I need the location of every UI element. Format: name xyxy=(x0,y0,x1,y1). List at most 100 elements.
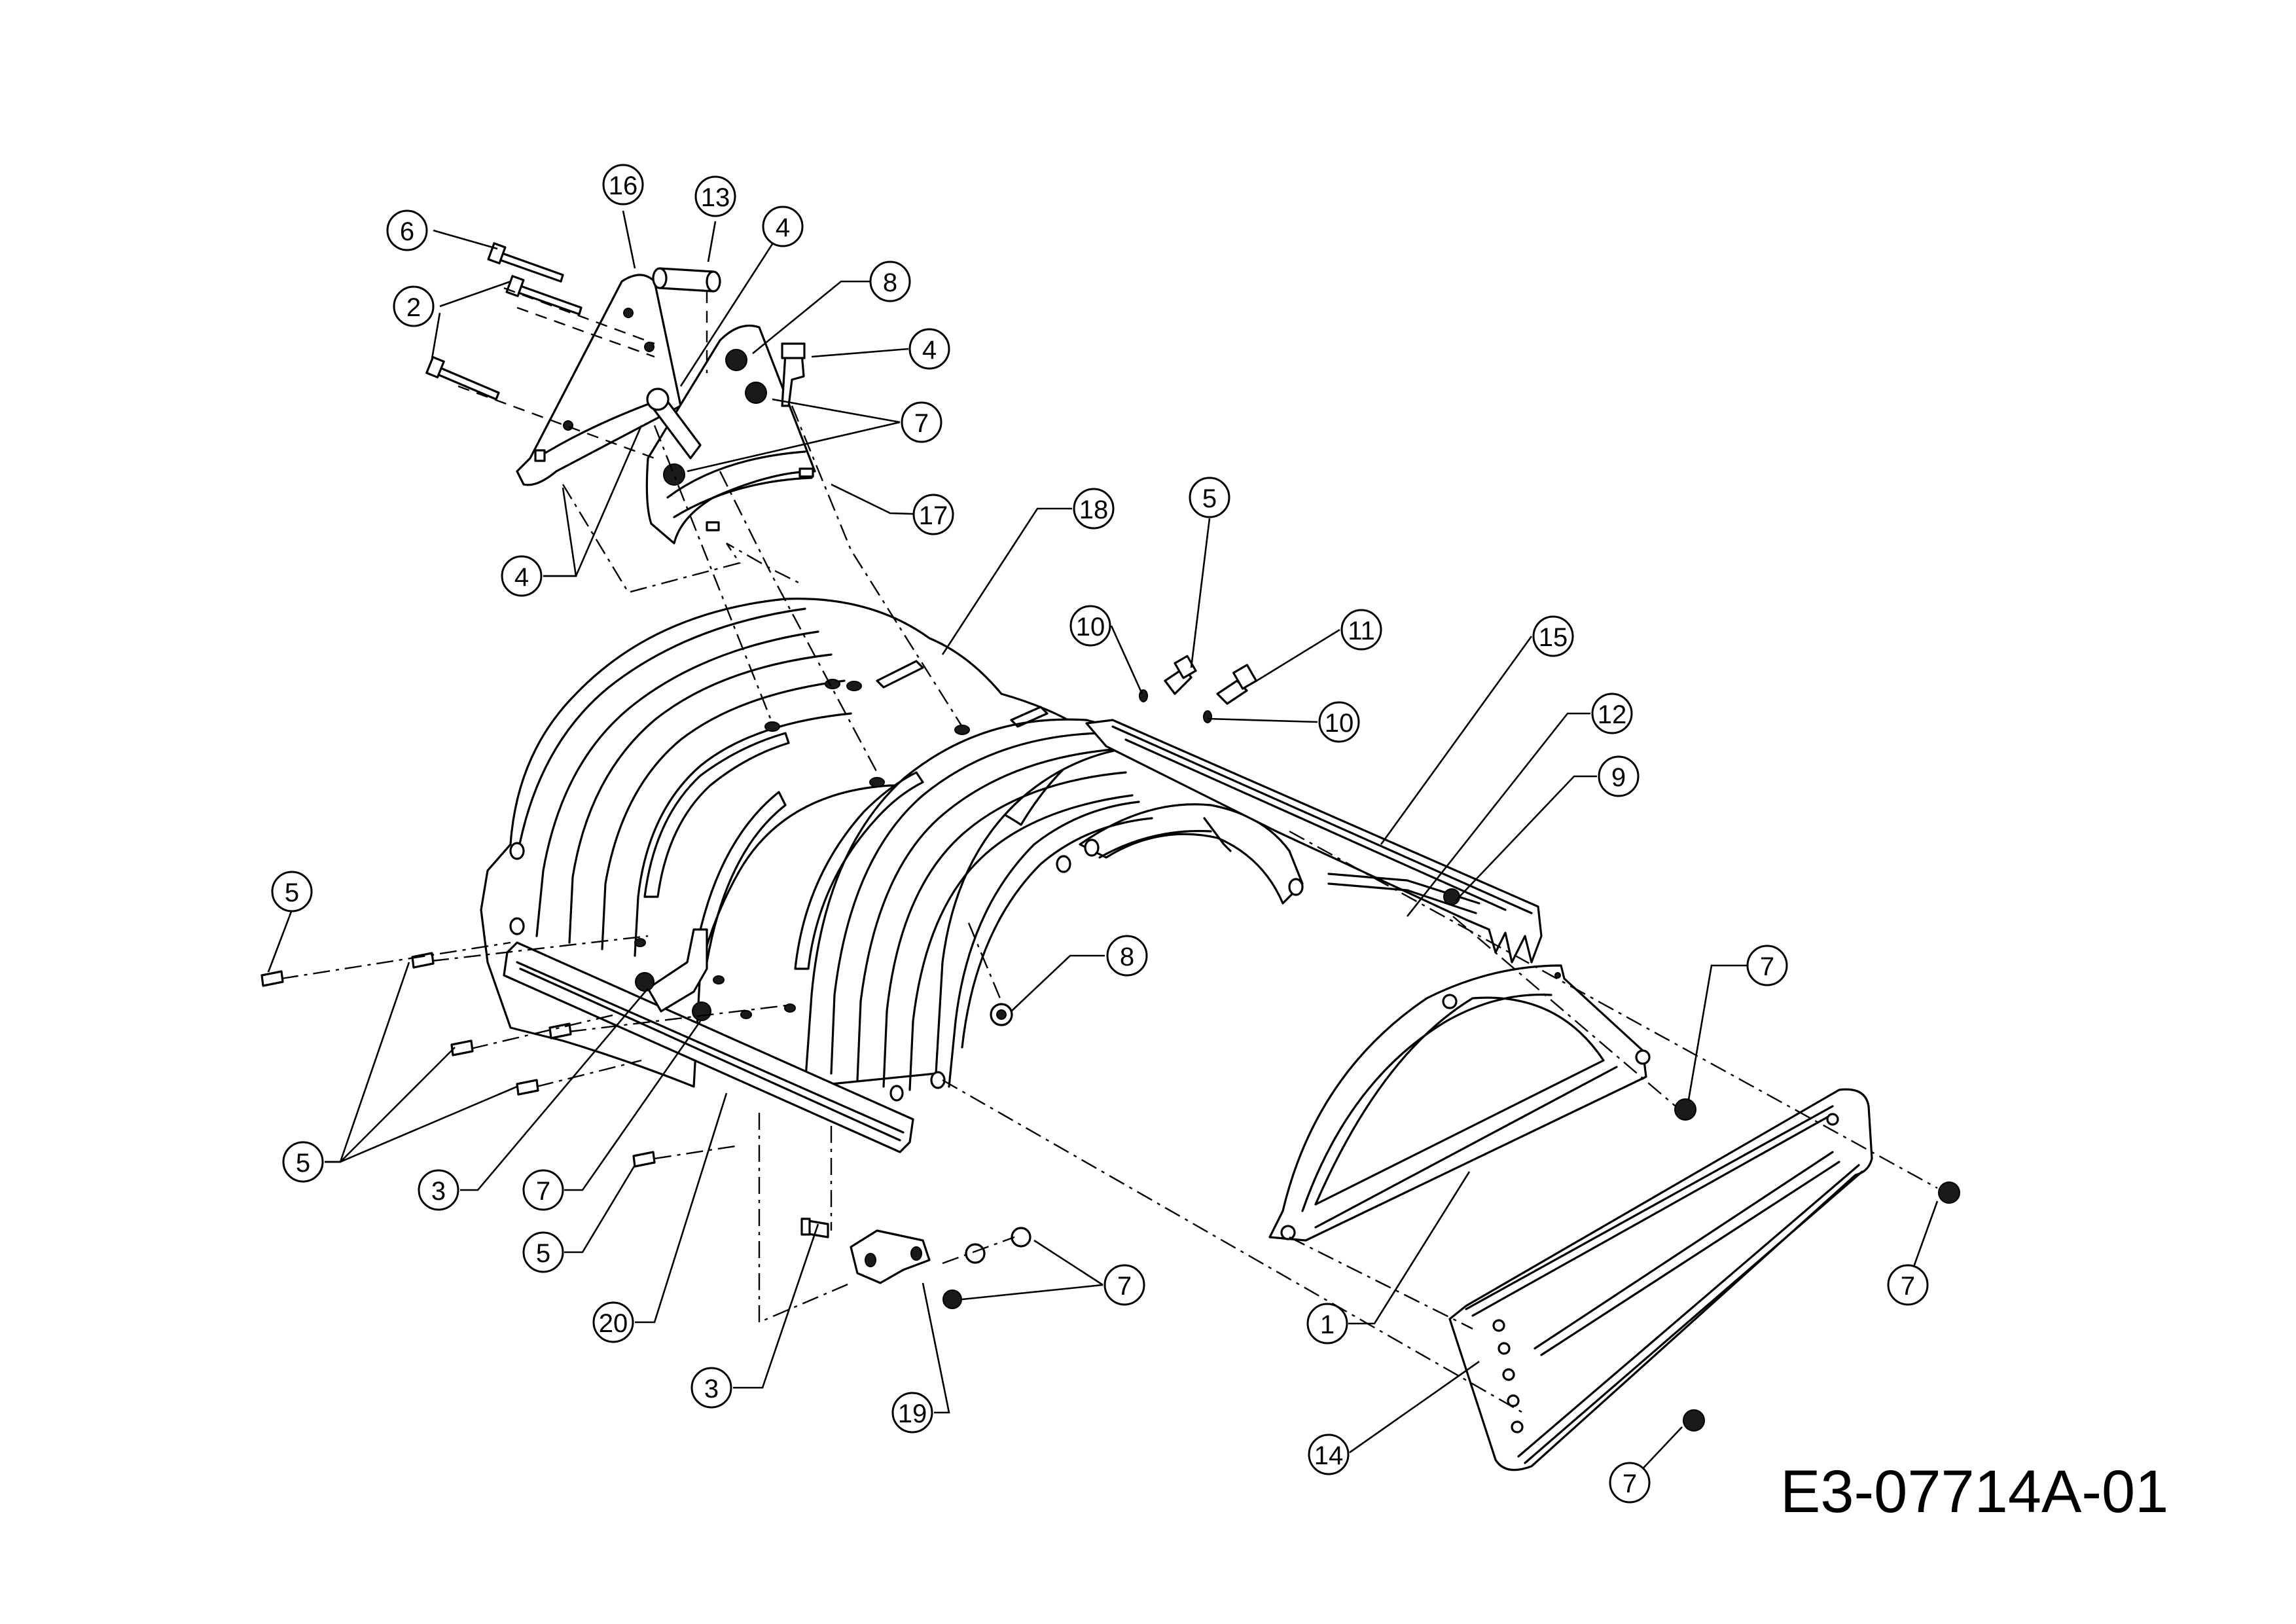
callout-12: 12 xyxy=(1591,693,1633,734)
callout-circle xyxy=(691,1367,732,1409)
callout-7e: 7 xyxy=(1887,1264,1929,1306)
callout-circle xyxy=(522,1231,564,1273)
callout-circle xyxy=(1106,935,1148,977)
side-shield-plate xyxy=(1268,964,1651,1242)
callout-4b: 4 xyxy=(908,328,950,370)
callout-8b: 8 xyxy=(1106,935,1148,977)
callout-number: 12 xyxy=(1598,700,1627,729)
callout-11: 11 xyxy=(1340,609,1382,651)
callout-9: 9 xyxy=(1598,755,1640,797)
callout-circle xyxy=(1308,1434,1350,1475)
callout-20: 20 xyxy=(592,1301,634,1343)
callout-circle xyxy=(602,164,644,206)
callout-number: 1 xyxy=(1320,1310,1335,1339)
callout-5c: 5 xyxy=(282,1141,324,1183)
callout-number: 7 xyxy=(1901,1272,1915,1301)
callout-number: 7 xyxy=(914,409,929,438)
callout-7d: 7 xyxy=(1103,1264,1145,1306)
callout-number: 7 xyxy=(1760,952,1774,981)
callout-circle xyxy=(1306,1303,1348,1344)
callout-circle xyxy=(908,328,950,370)
callout-circle xyxy=(1598,755,1640,797)
callout-circle xyxy=(694,175,736,217)
callout-5a: 5 xyxy=(1189,477,1230,518)
callout-7f: 7 xyxy=(1609,1462,1651,1504)
callout-number: 20 xyxy=(599,1309,628,1338)
callout-number: 10 xyxy=(1325,709,1354,738)
drawing-reference-number: E3-07714A-01 xyxy=(1780,1458,2168,1525)
callout-6: 6 xyxy=(386,209,428,251)
callout-17: 17 xyxy=(912,494,954,535)
callout-5b: 5 xyxy=(271,871,313,912)
callout-16: 16 xyxy=(602,164,644,206)
callout-number: 5 xyxy=(296,1149,310,1178)
callout-circle xyxy=(869,261,911,302)
callout-5d: 5 xyxy=(522,1231,564,1273)
callout-number: 14 xyxy=(1314,1441,1344,1470)
callout-number: 8 xyxy=(1120,943,1134,971)
assembly-lines xyxy=(281,287,1938,1415)
callout-number: 5 xyxy=(285,878,299,907)
callout-circle xyxy=(912,494,954,535)
callout-number: 9 xyxy=(1611,763,1626,792)
callout-number: 2 xyxy=(406,293,421,322)
callout-2: 2 xyxy=(393,285,435,327)
callout-3b: 3 xyxy=(691,1367,732,1409)
callout-number: 8 xyxy=(883,268,897,297)
callout-circle xyxy=(386,209,428,251)
callout-circle xyxy=(762,206,804,247)
callout-circle xyxy=(1073,488,1115,530)
callout-number: 15 xyxy=(1539,623,1568,652)
tine-shield-housing xyxy=(480,598,1304,1091)
callout-15: 15 xyxy=(1532,615,1574,657)
hinged-flap-rail xyxy=(1085,719,1543,964)
callout-circle xyxy=(1103,1264,1145,1306)
drag-bar-plate xyxy=(1448,1088,1873,1471)
callout-circle xyxy=(901,401,942,443)
top-bracket-plate xyxy=(516,274,682,486)
callout-number: 4 xyxy=(514,563,529,592)
depth-bar-plate xyxy=(645,324,816,545)
callout-circle xyxy=(418,1169,459,1211)
callout-3a: 3 xyxy=(418,1169,459,1211)
callout-number: 7 xyxy=(1117,1272,1132,1301)
callout-number: 6 xyxy=(400,217,414,246)
callout-circle xyxy=(1591,693,1633,734)
callout-number: 17 xyxy=(919,501,948,530)
callout-number: 4 xyxy=(776,213,790,242)
callout-circle xyxy=(1189,477,1230,518)
callout-number: 3 xyxy=(431,1177,446,1206)
pin-13 xyxy=(652,267,721,293)
callout-number: 13 xyxy=(701,183,730,212)
callout-circle xyxy=(1887,1264,1929,1306)
callout-10a: 10 xyxy=(1069,605,1111,647)
bottom-mounting-rail xyxy=(503,938,914,1153)
bolts-top-left xyxy=(425,242,583,401)
callout-circle xyxy=(592,1301,634,1343)
callout-circle xyxy=(282,1141,324,1183)
callout-13: 13 xyxy=(694,175,736,217)
callout-4c: 4 xyxy=(501,555,543,597)
callout-circle xyxy=(393,285,435,327)
callout-number: 4 xyxy=(922,336,937,365)
callout-circle xyxy=(501,555,543,597)
callout-number: 7 xyxy=(1623,1470,1637,1498)
callout-circle xyxy=(271,871,313,912)
callout-7a: 7 xyxy=(901,401,942,443)
callout-14: 14 xyxy=(1308,1434,1350,1475)
callout-number: 19 xyxy=(898,1399,927,1428)
callout-number: 18 xyxy=(1079,496,1109,524)
callout-number: 7 xyxy=(536,1177,550,1206)
callout-19: 19 xyxy=(891,1392,933,1434)
callout-circle xyxy=(1609,1462,1651,1504)
callout-circle xyxy=(1340,609,1382,651)
callout-number: 3 xyxy=(704,1375,719,1403)
callout-10b: 10 xyxy=(1318,701,1360,743)
callout-7b: 7 xyxy=(1746,945,1788,986)
callout-circle xyxy=(1069,605,1111,647)
callout-number: 11 xyxy=(1348,617,1375,645)
callout-circle xyxy=(891,1392,933,1434)
callout-circle xyxy=(1746,945,1788,986)
